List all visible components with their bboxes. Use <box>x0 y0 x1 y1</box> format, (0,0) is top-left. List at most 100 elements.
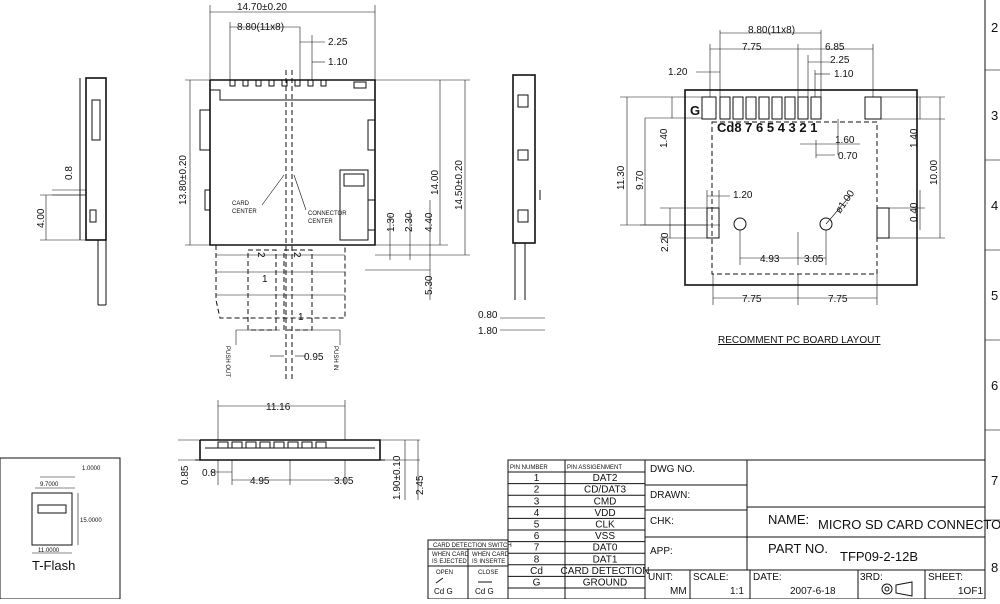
card-center-label-1: CARD <box>232 201 250 207</box>
chk-label: CHK: <box>650 516 674 527</box>
switch-col1-head-1: WHEN CARD <box>432 552 470 558</box>
dim-0-85: 0.85 <box>180 465 191 485</box>
switch-col1-head-2: IS EJECTED <box>432 559 467 565</box>
push-out-label: PUSH OUT <box>224 346 230 377</box>
dim-14-50: 14.50±0.20 <box>454 160 465 210</box>
label-1-right: 1 <box>298 312 304 323</box>
pin-number-cell: Cd <box>530 566 543 577</box>
pad-g-label: G <box>690 103 700 118</box>
pcb-layout-caption: RECOMMENT PC BOARD LAYOUT <box>718 335 880 346</box>
dim-0-8-left: 0.8 <box>64 166 75 180</box>
date-label: DATE: <box>753 572 782 583</box>
scale-label: SCALE: <box>693 572 729 583</box>
switch-col1-state: OPEN <box>436 570 453 576</box>
pin-number-cell: 5 <box>534 520 540 531</box>
dim-4-00-left: 4.00 <box>36 208 47 228</box>
dim-4-40: 4.40 <box>424 212 435 232</box>
switch-title: CARD DETECTION SWITCH <box>433 543 512 549</box>
label-2-left: 2 <box>255 252 266 258</box>
pcb-dim-1-60: 1.60 <box>835 135 855 146</box>
zone-5: 5 <box>991 288 998 303</box>
tflash-label: T-Flash <box>32 558 75 573</box>
pin-number-cell: 3 <box>534 496 540 507</box>
connector-center-label-1: CONNECTOR <box>308 211 347 217</box>
dim-1-30: 1.30 <box>386 212 397 232</box>
left-side-view: 0.8 4.00 <box>36 77 107 306</box>
dim-0-80-right: 0.80 <box>478 310 498 321</box>
zone-4: 4 <box>991 198 998 213</box>
dim-2-25-top: 2.25 <box>328 37 348 48</box>
dim-5-30: 5.30 <box>424 275 435 295</box>
pin-assignment-cell: CMD <box>594 496 617 507</box>
top-view: 14.70±0.20 8.80(11x8) 2.25 1.10 <box>178 2 470 380</box>
pcb-dim-4-93: 4.93 <box>760 254 780 265</box>
pad-number-labels: Cd8 7 6 5 4 3 2 1 <box>717 120 817 135</box>
dim-14-00: 14.00 <box>430 170 441 195</box>
pcb-dim-phi: ø1.00 <box>833 188 857 216</box>
pin-number-cell: 8 <box>534 554 540 565</box>
pin-assignment-cell: CLK <box>595 520 615 531</box>
pcb-dim-1-20-mid: 1.20 <box>733 190 753 201</box>
zone-6: 6 <box>991 378 998 393</box>
pin-table-head-assign: PIN ASSIGENMENT <box>567 465 622 471</box>
label-1-left: 1 <box>262 274 268 285</box>
pin-number-cell: 6 <box>534 531 540 542</box>
switch-col2-pins: Cd G <box>475 587 494 596</box>
pcb-dim-0-40: 0.40 <box>909 202 920 222</box>
dim-0-8-front: 0.8 <box>202 468 216 479</box>
dim-11-16: 11.16 <box>266 402 291 413</box>
card-detection-switch-table: CARD DETECTION SWITCH WHEN CARD IS EJECT… <box>427 539 512 600</box>
third-angle-projection-icon <box>881 581 913 597</box>
pcb-dim-9-70: 9.70 <box>635 170 646 190</box>
switch-col2-head-2: IS INSERTE <box>472 559 505 565</box>
scale-value: 1:1 <box>730 586 744 597</box>
pin-number-cell: G <box>533 578 541 589</box>
pcb-pads <box>701 96 890 239</box>
dim-1-10-top: 1.10 <box>328 57 348 68</box>
dim-card-height: 13.80±0.20 <box>178 155 189 205</box>
dim-3-05-front: 3.05 <box>334 476 354 487</box>
connector-center-label-2: CENTER <box>308 219 333 225</box>
part-label: PART NO. <box>768 541 828 556</box>
pcb-dim-3-05: 3.05 <box>804 254 824 265</box>
date-value: 2007-6-18 <box>790 586 836 597</box>
push-in-label: PUSH IN <box>332 346 338 370</box>
tflash-panel: 1.0000 9.7000 15.0000 11.0000 T-Flash <box>0 457 121 600</box>
pcb-dim-bottom-right: 7.75 <box>828 294 848 305</box>
pcb-dim-10-00: 10.00 <box>929 160 940 185</box>
pcb-dim-pitch: 8.80(11x8) <box>748 25 795 36</box>
sheet-label: SHEET: <box>928 572 963 583</box>
pin-assignment-cell: VSS <box>595 531 615 542</box>
pcb-dim-1-20-top: 1.20 <box>668 67 688 78</box>
third-angle-label: 3RD: <box>860 572 883 583</box>
sheet-value: 1OF1 <box>958 586 983 597</box>
dim-pitch-top: 8.80(11x8) <box>237 22 284 33</box>
pin-assignment-cell: DAT1 <box>593 554 618 565</box>
pcb-dim-bottom-left: 7.75 <box>742 294 762 305</box>
tflash-dim-b: 15.0000 <box>80 518 102 524</box>
front-view: 11.16 0.85 0.8 4.95 3.05 1.90±0.10 <box>178 400 426 500</box>
pcb-dim-6-85: 6.85 <box>825 42 845 53</box>
unit-label: UNIT: <box>648 572 673 583</box>
pin-assignment-cell: CARD DETECTION <box>561 566 650 577</box>
top-view-pins <box>229 79 367 89</box>
pin-assignment-cell: DAT0 <box>593 543 618 554</box>
pcb-dim-7-75-top: 7.75 <box>742 42 762 53</box>
pcb-dim-1-40-left: 1.40 <box>659 128 670 148</box>
zone-3: 3 <box>991 108 998 123</box>
tflash-dim-c: 11.0000 <box>38 548 60 554</box>
zone-2: 2 <box>991 20 998 35</box>
pcb-dim-2-20: 2.20 <box>660 232 671 252</box>
right-side-view: 0.80 1.80 <box>478 74 545 337</box>
card-center-label-2: CENTER <box>232 209 257 215</box>
switch-col2-state: CLOSE <box>478 570 498 576</box>
label-2-right: 2 <box>291 252 302 258</box>
pin-assignment-cell: GROUND <box>583 578 627 589</box>
dim-1-80-right: 1.80 <box>478 326 498 337</box>
tflash-dim-d: 1.0000 <box>82 466 101 472</box>
pcb-dim-11-30: 11.30 <box>616 165 627 190</box>
name-value: MICRO SD CARD CONNECTOR <box>818 517 1000 532</box>
